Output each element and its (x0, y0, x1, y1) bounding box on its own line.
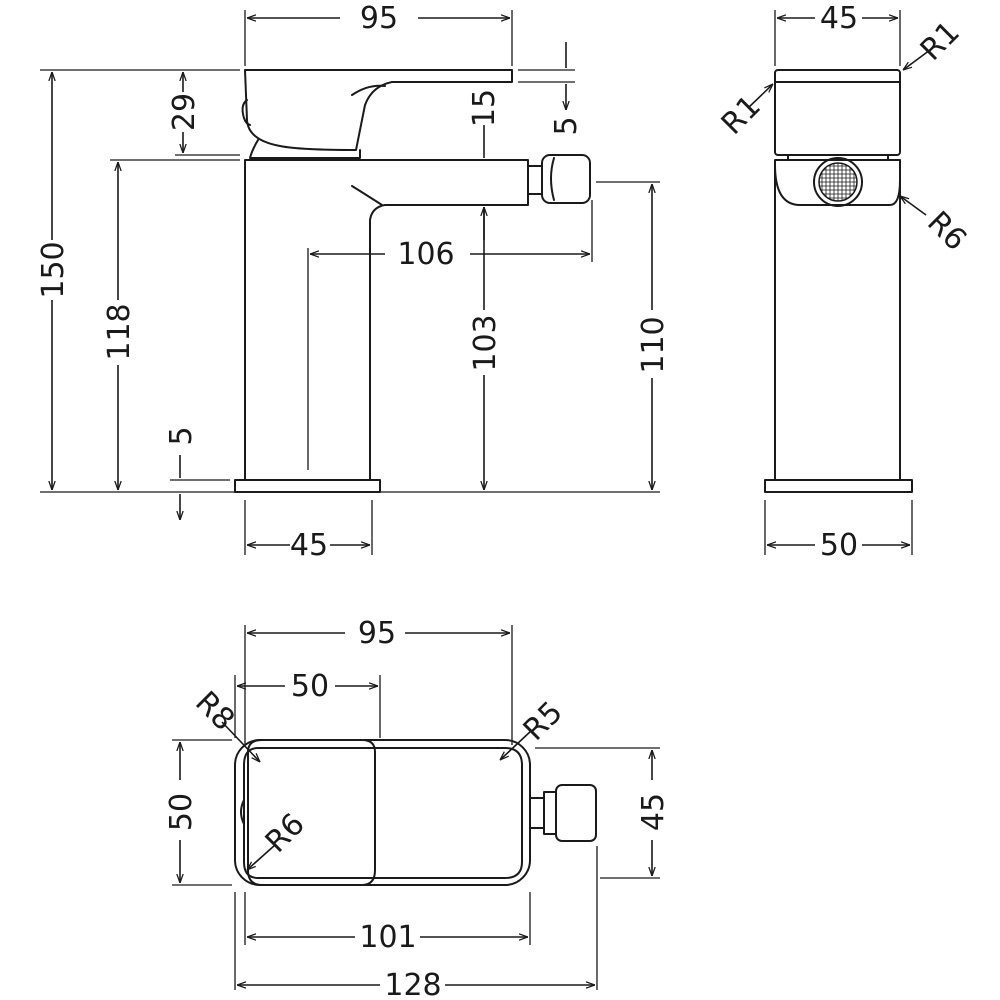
end-body (774, 159, 901, 481)
dim-label-end-base: 50 (820, 528, 858, 563)
plan-lever-outline (247, 739, 376, 886)
dim-label-lever-height: 29 (167, 93, 202, 131)
aerator-outer (813, 157, 863, 207)
leader-radius-outlet (900, 196, 927, 216)
plan-body (243, 747, 523, 879)
dim-label-base-height: 5 (164, 426, 199, 445)
dim-label-plan-outlet: 101 (359, 920, 416, 955)
dim-label-spout-reach: 106 (397, 237, 454, 272)
dim-label-spout-gap: 15 (467, 89, 502, 127)
tap-body (244, 159, 529, 481)
dim-label-plan-width: 95 (358, 616, 396, 651)
outlet-head (541, 154, 591, 204)
base-plate (234, 479, 381, 493)
plan-outlet-nozzle (529, 797, 545, 829)
spout-curve (351, 185, 383, 206)
plan-outlet-head (555, 784, 597, 842)
plan-outlet-stem (543, 791, 557, 835)
dim-label-outlet-height: 110 (636, 316, 671, 373)
leader-radius-top-right (903, 49, 931, 70)
lever-cartridge (241, 99, 251, 126)
dim-label-radius-right: R5 (517, 695, 570, 748)
plan-cartridge (240, 799, 245, 825)
plan-view: 95 50 R8 R5 R6 50 45 101 128 (164, 616, 671, 1000)
side-view: 95 29 15 5 150 118 106 103 110 5 45 (36, 1, 671, 563)
end-view: 45 R1 R1 R6 50 (715, 1, 973, 563)
dim-label-total-height: 150 (36, 241, 71, 298)
dim-label-plan-body: 45 (636, 793, 671, 831)
dim-label-radius-corner: R8 (188, 685, 241, 738)
leader-radius-right (500, 729, 533, 760)
dim-label-plan-total: 128 (384, 968, 441, 1000)
dim-label-radius-top-right: R1 (914, 15, 967, 68)
dim-label-end-top: 45 (820, 1, 858, 36)
outlet-head-face (550, 157, 555, 201)
dim-label-lever-end: 5 (549, 116, 584, 135)
dim-label-radius-outlet: R6 (920, 205, 973, 258)
lever-collar (249, 139, 361, 159)
dim-label-plan-depth: 50 (164, 793, 199, 831)
leader-radius-inner (247, 844, 276, 870)
leader-radius-top-left (747, 84, 773, 109)
end-base-plate (764, 479, 913, 493)
aerator-mesh (818, 162, 858, 202)
dim-label-width: 95 (360, 1, 398, 36)
leader-radius-corner (221, 721, 260, 762)
dim-label-base-width: 45 (290, 528, 328, 563)
plan-base-outline (234, 739, 531, 886)
dim-label-body-height: 118 (102, 303, 137, 360)
dim-label-plan-lever: 50 (291, 669, 329, 704)
dim-label-spout-height: 103 (468, 314, 503, 371)
outlet-nozzle (527, 165, 543, 195)
lever-handle-curve (351, 84, 386, 96)
